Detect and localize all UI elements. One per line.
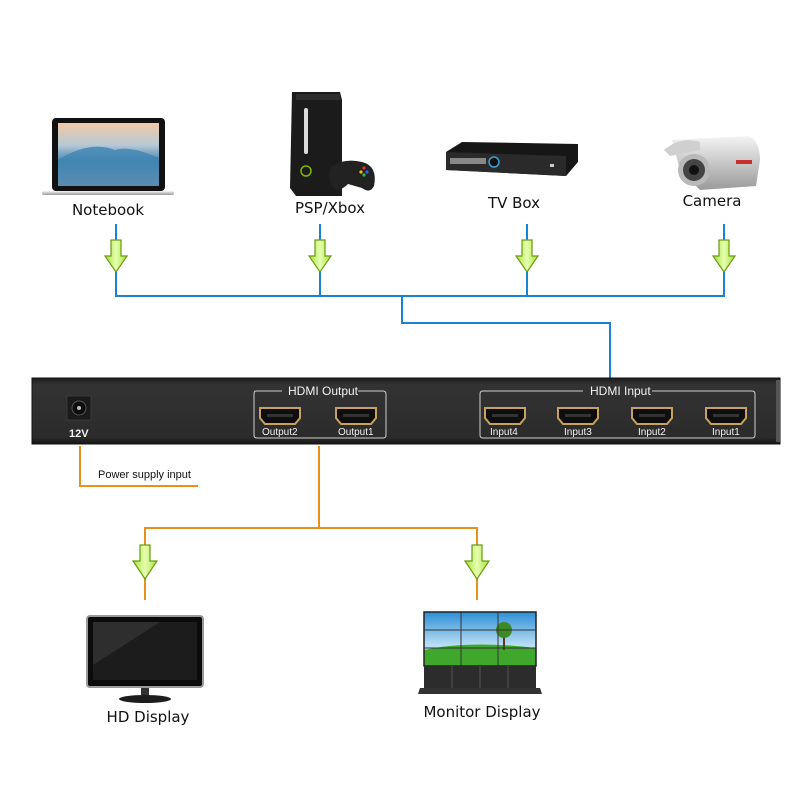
source-label-camera: Camera	[682, 192, 742, 210]
source-label-tv-box: TV Box	[487, 194, 541, 212]
hdmi-input-group-label: HDMI Input	[590, 384, 651, 398]
input-bus-lines	[115, 224, 725, 380]
hdmi-output-group-label: HDMI Output	[288, 384, 359, 398]
dc-power-jack	[66, 395, 92, 421]
hdmi-port-input4	[484, 407, 526, 425]
set-top-box-icon	[446, 142, 578, 176]
hdmi-port-output2	[259, 407, 301, 425]
arrow-monitor-display	[463, 544, 491, 581]
monitor-icon	[86, 615, 204, 703]
power-port-label: 12V	[69, 428, 89, 440]
arrow-tv-box	[514, 239, 540, 274]
source-label-notebook: Notebook	[71, 201, 145, 219]
game-console-icon	[290, 92, 375, 196]
output-bus-horizontal	[144, 527, 478, 600]
video-wall-icon	[418, 611, 542, 694]
destination-label-monitor-display: Monitor Display	[423, 703, 541, 721]
arrow-camera	[711, 239, 737, 274]
source-label-psp-xbox: PSP/Xbox	[294, 199, 366, 217]
power-leader-line	[79, 446, 198, 487]
input-feed-line	[401, 296, 611, 380]
output1-label: Output1	[338, 427, 374, 438]
power-supply-annotation: Power supply input	[98, 469, 191, 481]
input4-label: Input4	[490, 427, 518, 438]
hdmi-port-input3	[557, 407, 599, 425]
hdmi-input-group-frame	[479, 390, 756, 439]
input3-label: Input3	[564, 427, 592, 438]
hdmi-output-group-frame	[253, 390, 387, 439]
cctv-camera-icon	[664, 136, 760, 190]
arrow-notebook	[103, 239, 129, 274]
arrow-psp-xbox	[307, 239, 333, 274]
output2-label: Output2	[262, 427, 298, 438]
destination-label-hd-display: HD Display	[106, 708, 190, 726]
hdmi-port-output1	[335, 407, 377, 425]
hdmi-matrix-device	[31, 377, 781, 445]
input1-label: Input1	[712, 427, 740, 438]
hdmi-port-input2	[631, 407, 673, 425]
flow-arrows	[103, 239, 737, 581]
hdmi-port-input1	[705, 407, 747, 425]
input2-label: Input2	[638, 427, 666, 438]
laptop-icon	[42, 118, 174, 195]
arrow-hd-display	[131, 544, 159, 581]
